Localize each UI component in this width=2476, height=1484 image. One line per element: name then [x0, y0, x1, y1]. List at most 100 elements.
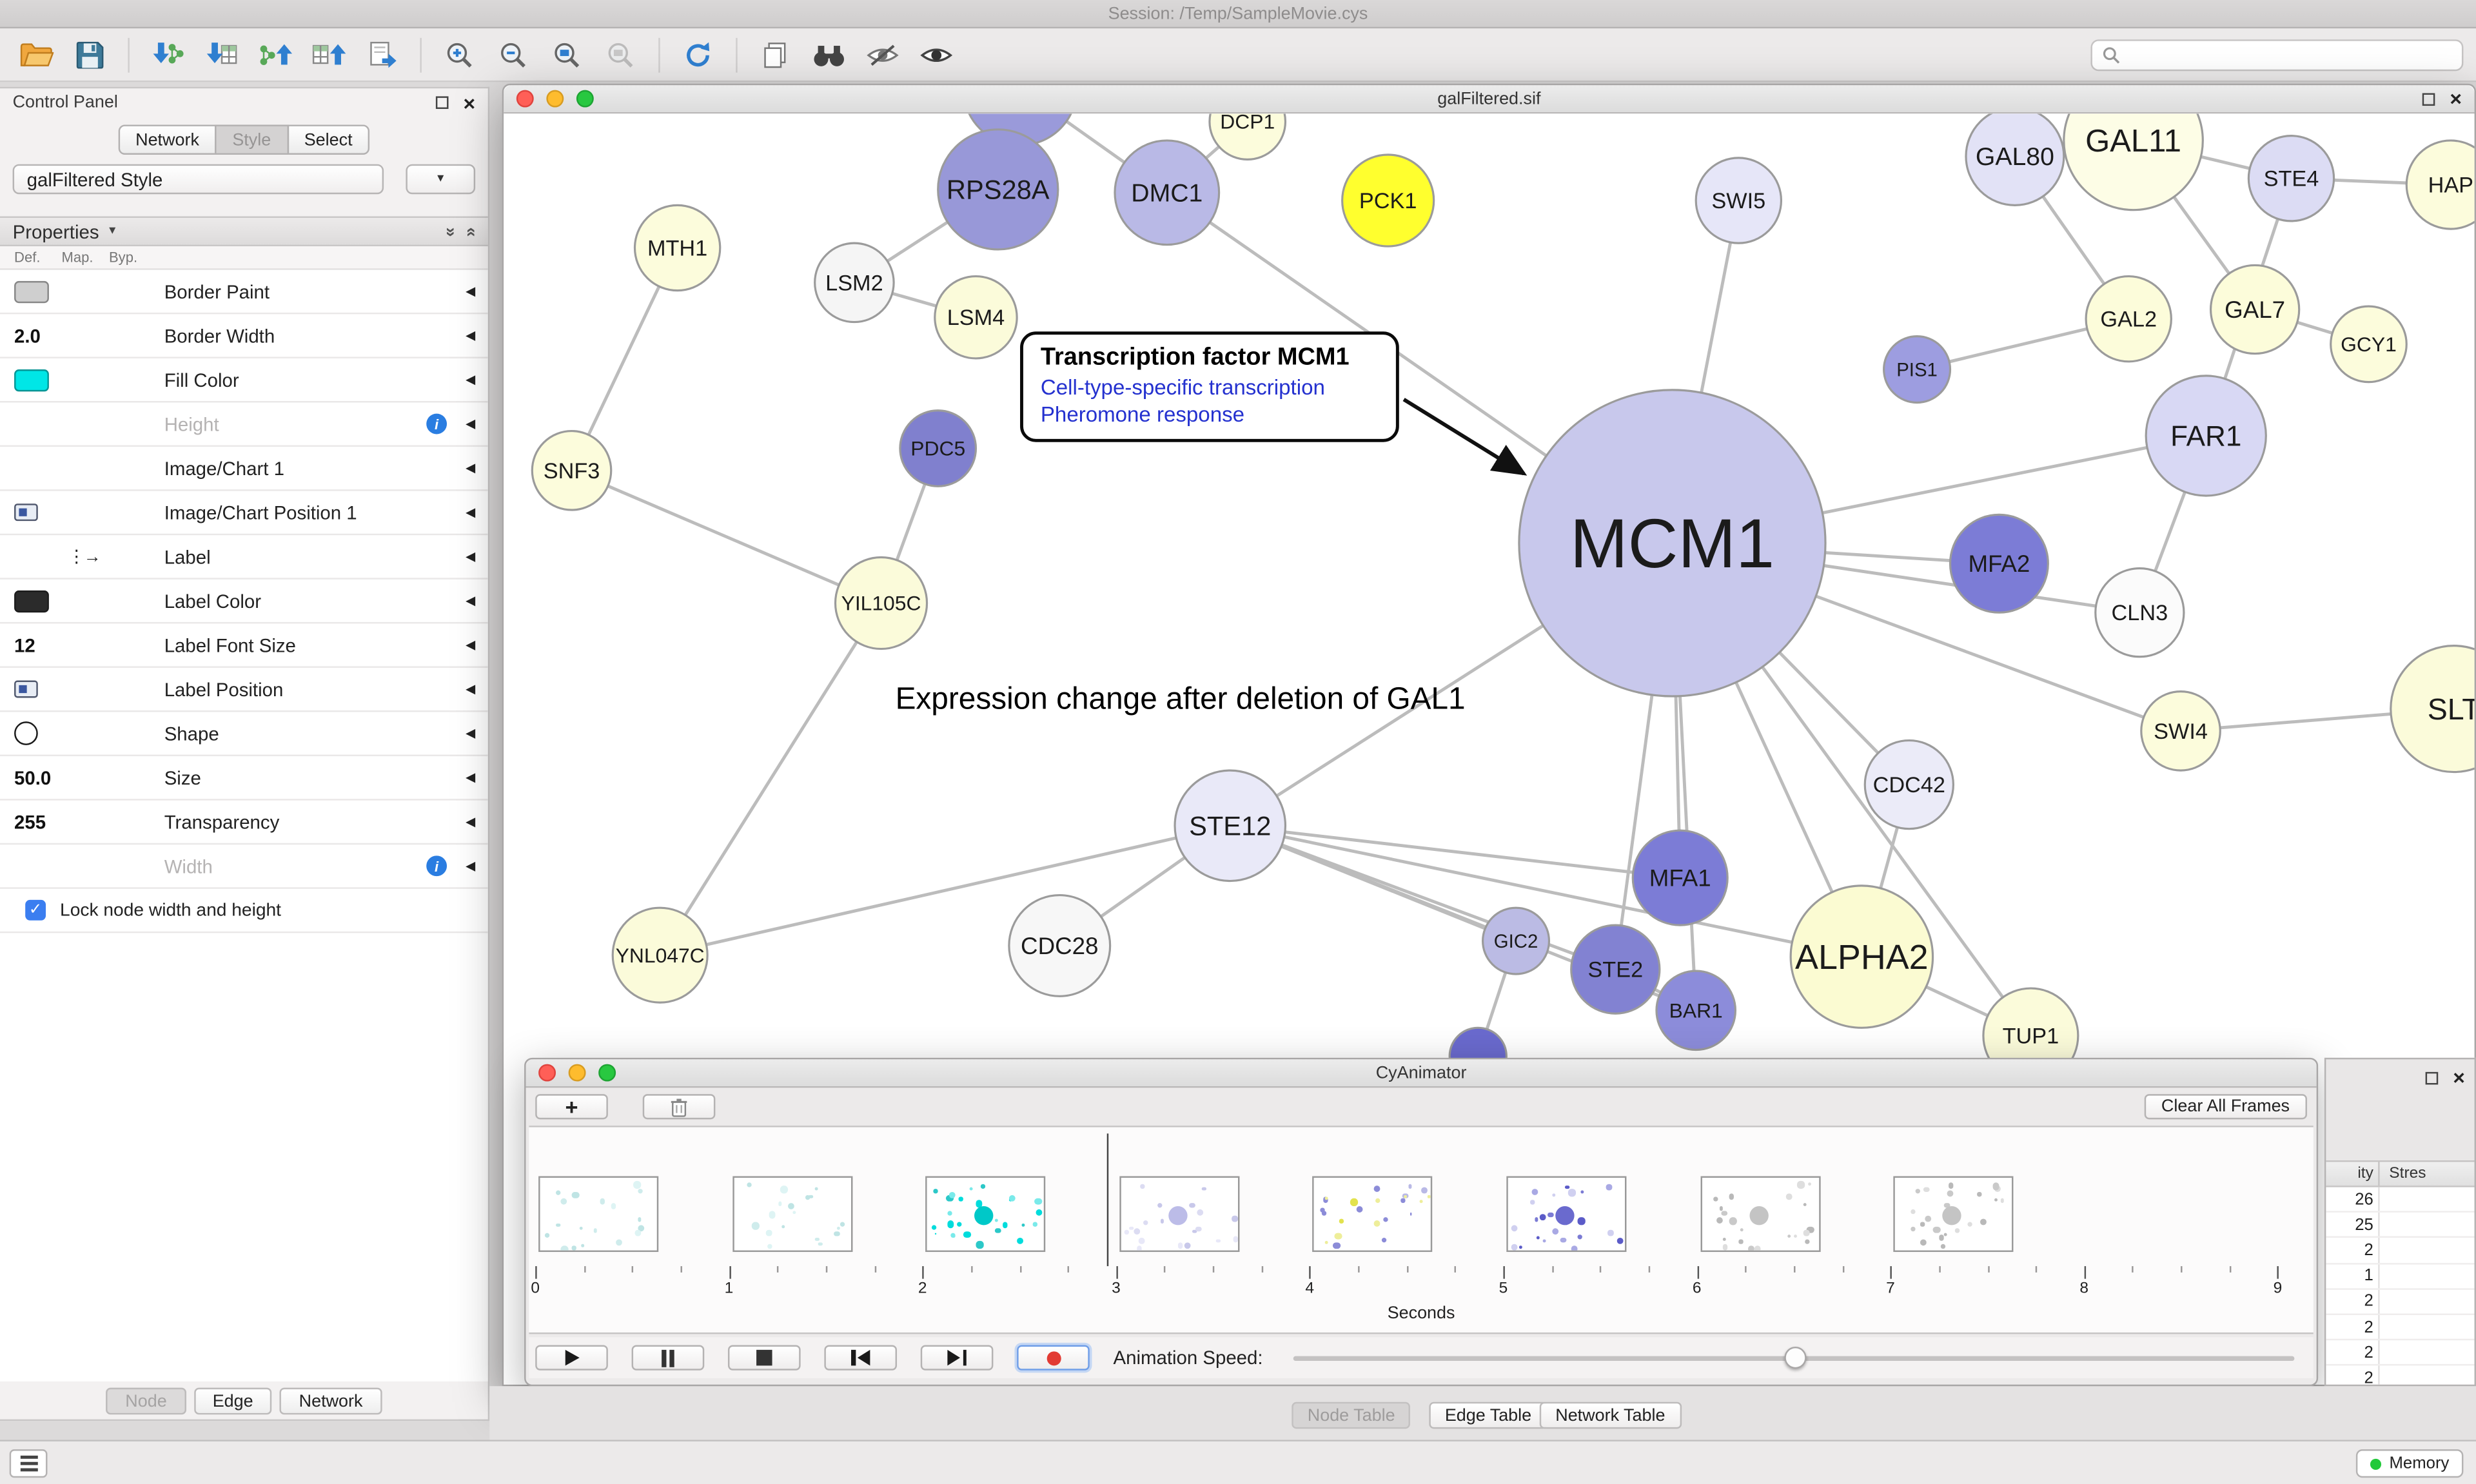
- table-cell[interactable]: [2380, 1289, 2475, 1313]
- network-node-hap[interactable]: [2405, 139, 2475, 230]
- network-node-mfa2[interactable]: [1949, 513, 2049, 614]
- network-node-mcm1[interactable]: [1518, 389, 1827, 698]
- color-swatch[interactable]: [14, 280, 49, 302]
- maximize-window-icon[interactable]: [576, 90, 594, 108]
- network-node-cdc42[interactable]: [1863, 739, 1954, 830]
- network-node-ste2[interactable]: [1570, 924, 1661, 1015]
- network-node-pis1[interactable]: [1883, 335, 1952, 404]
- network-node-swi5[interactable]: [1695, 157, 1783, 244]
- property-row[interactable]: ⋮→Label◀: [0, 535, 488, 580]
- mapping-cell[interactable]: ⋮→: [60, 546, 107, 567]
- float-window-icon[interactable]: [2422, 92, 2436, 105]
- tab-select[interactable]: Select: [286, 124, 370, 155]
- record-button[interactable]: [1017, 1345, 1090, 1371]
- frame-thumbnail-6[interactable]: [1506, 1176, 1627, 1253]
- style-select[interactable]: galFiltered Style: [12, 164, 384, 195]
- network-node-bar1[interactable]: [1655, 970, 1737, 1051]
- frame-thumbnail-1[interactable]: [538, 1176, 659, 1253]
- export-network-button[interactable]: [251, 32, 298, 77]
- zoom-selected-button[interactable]: [597, 32, 644, 77]
- table-row[interactable]: 2: [2326, 1340, 2475, 1367]
- refresh-view-button[interactable]: [674, 32, 722, 77]
- network-node-slt[interactable]: [2390, 645, 2475, 774]
- expand-arrow-icon[interactable]: ◀: [466, 372, 476, 387]
- clear-all-frames-button[interactable]: Clear All Frames: [2143, 1094, 2307, 1120]
- frame-thumbnail-4[interactable]: [1119, 1176, 1239, 1253]
- memory-button[interactable]: Memory: [2356, 1449, 2464, 1478]
- network-node-mth1[interactable]: [633, 204, 722, 292]
- network-node-ste12[interactable]: [1174, 769, 1287, 883]
- table-cell[interactable]: [2380, 1264, 2475, 1288]
- style-options-button[interactable]: ▼: [406, 164, 476, 195]
- delete-frame-button[interactable]: [642, 1094, 716, 1120]
- table-cell[interactable]: 2: [2326, 1238, 2380, 1263]
- tab-network[interactable]: Network: [118, 124, 217, 155]
- table-cell[interactable]: 2: [2326, 1314, 2380, 1340]
- panel-tab-edge[interactable]: Edge: [193, 1387, 273, 1415]
- default-value-cell[interactable]: 50.0: [0, 766, 60, 788]
- network-node-yil105c[interactable]: [834, 556, 928, 650]
- frame-thumbnail-2[interactable]: [732, 1176, 852, 1253]
- expand-arrow-icon[interactable]: ◀: [466, 638, 476, 652]
- network-node-lsm4[interactable]: [934, 275, 1018, 360]
- tab-network-table[interactable]: Network Table: [1539, 1401, 1681, 1429]
- minimize-window-icon[interactable]: [546, 90, 564, 108]
- search-input[interactable]: [2127, 44, 2453, 64]
- info-icon[interactable]: i: [426, 413, 447, 434]
- default-value-cell[interactable]: [0, 721, 60, 745]
- color-swatch[interactable]: [14, 589, 49, 612]
- table-cell[interactable]: [2380, 1238, 2475, 1262]
- table-cell[interactable]: [2380, 1340, 2475, 1364]
- stop-button[interactable]: [727, 1345, 801, 1371]
- table-row[interactable]: 2: [2326, 1238, 2475, 1264]
- network-node-gal11[interactable]: [2063, 113, 2204, 211]
- network-window-titlebar[interactable]: galFiltered.sif ×: [504, 85, 2475, 114]
- frame-thumbnail-5[interactable]: [1313, 1176, 1433, 1253]
- save-session-button[interactable]: [66, 32, 113, 77]
- expand-arrow-icon[interactable]: ◀: [466, 328, 476, 343]
- automation-panel-button[interactable]: [9, 1449, 48, 1478]
- expand-arrow-icon[interactable]: ◀: [466, 461, 476, 476]
- table-cell[interactable]: [2380, 1366, 2475, 1385]
- close-panel-icon[interactable]: ×: [463, 90, 476, 115]
- export-image-button[interactable]: [359, 32, 406, 77]
- network-edge[interactable]: [1230, 824, 1680, 880]
- network-edge[interactable]: [658, 602, 883, 956]
- expand-arrow-icon[interactable]: ◀: [466, 681, 476, 697]
- play-button[interactable]: [535, 1345, 608, 1371]
- network-node-gal80[interactable]: [1965, 113, 2065, 206]
- table-cell[interactable]: 1: [2326, 1264, 2380, 1288]
- info-icon[interactable]: i: [426, 855, 447, 877]
- network-node-ste4[interactable]: [2247, 135, 2335, 222]
- float-panel-icon[interactable]: [436, 96, 449, 109]
- tab-edge-table[interactable]: Edge Table: [1429, 1401, 1548, 1429]
- property-row[interactable]: Image/Chart 1◀: [0, 447, 488, 491]
- annotation-box[interactable]: Transcription factor MCM1 Cell-type-spec…: [1020, 331, 1399, 442]
- property-row[interactable]: Shape◀: [0, 712, 488, 757]
- first-neighbors-button[interactable]: [805, 32, 852, 77]
- default-value-cell[interactable]: 12: [0, 634, 60, 656]
- annotation-link[interactable]: Cell-type-specific transcription: [1040, 375, 1325, 400]
- add-frame-button[interactable]: +: [535, 1094, 608, 1120]
- default-value-cell[interactable]: [0, 503, 60, 522]
- discrete-mapping-icon[interactable]: ⋮→: [68, 547, 101, 567]
- table-row[interactable]: 26: [2326, 1187, 2475, 1213]
- expand-arrow-icon[interactable]: ◀: [466, 549, 476, 564]
- close-window-icon[interactable]: [538, 1064, 556, 1082]
- expand-arrow-icon[interactable]: ◀: [466, 284, 476, 298]
- network-node-swi4[interactable]: [2140, 690, 2221, 772]
- table-column-header[interactable]: ity: [2326, 1162, 2380, 1186]
- tab-style[interactable]: Style: [215, 124, 289, 155]
- network-edge[interactable]: [660, 824, 1231, 957]
- network-node-snf3[interactable]: [531, 429, 613, 511]
- network-node-far1[interactable]: [2145, 375, 2267, 497]
- zoom-fit-button[interactable]: [543, 32, 590, 77]
- maximize-window-icon[interactable]: [598, 1064, 616, 1082]
- expand-arrow-icon[interactable]: ◀: [466, 416, 476, 431]
- close-panel-icon[interactable]: ×: [2453, 1066, 2465, 1089]
